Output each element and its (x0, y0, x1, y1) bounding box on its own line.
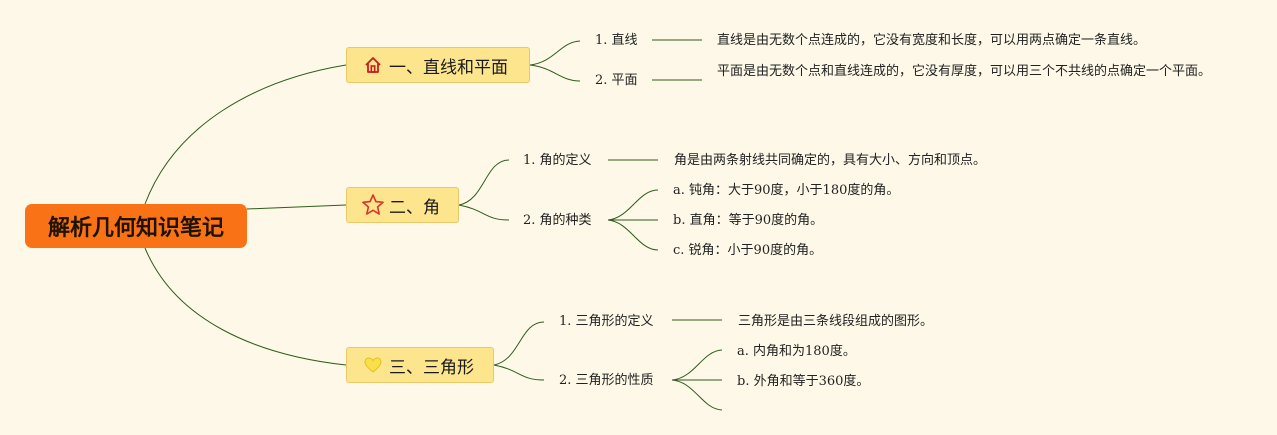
branch-lines-and-planes[interactable]: 一、直线和平面 (346, 47, 530, 83)
heart-icon (361, 353, 385, 377)
sub-interior-angle-sum[interactable]: a. 内角和为180度。 (737, 344, 856, 359)
sub-obtuse-angle[interactable]: a. 钝角：大于90度，小于180度的角。 (673, 183, 900, 198)
topic-triangle-definition[interactable]: 1. 三角形的定义 (559, 314, 654, 329)
house-icon (361, 53, 385, 77)
topic-straight-line[interactable]: 1. 直线 (595, 33, 638, 48)
sub-acute-angle[interactable]: c. 锐角：小于90度的角。 (673, 243, 823, 258)
branch-angles[interactable]: 二、角 (346, 187, 459, 223)
root-topic[interactable]: 解析几何知识笔记 (25, 204, 247, 248)
branch-title: 二、角 (389, 197, 440, 218)
topic-angle-types[interactable]: 2. 角的种类 (523, 213, 592, 228)
sub-exterior-angle-sum[interactable]: b. 外角和等于360度。 (737, 374, 870, 389)
branch-title: 一、直线和平面 (389, 57, 508, 78)
desc-angle-definition: 角是由两条射线共同确定的，具有大小、方向和顶点。 (674, 153, 987, 168)
desc-plane: 平面是由无数个点和直线连成的，它没有厚度，可以用三个不共线的点确定一个平面。 (717, 64, 1212, 79)
topic-angle-definition[interactable]: 1. 角的定义 (523, 153, 592, 168)
topic-triangle-properties[interactable]: 2. 三角形的性质 (559, 373, 654, 388)
desc-triangle-definition: 三角形是由三条线段组成的图形。 (738, 314, 934, 329)
topic-plane[interactable]: 2. 平面 (595, 73, 638, 88)
desc-straight-line: 直线是由无数个点连成的，它没有宽度和长度，可以用两点确定一条直线。 (717, 33, 1147, 48)
branch-triangles[interactable]: 三、三角形 (346, 347, 494, 383)
star-icon (361, 193, 385, 217)
root-title: 解析几何知识笔记 (47, 216, 224, 241)
branch-title: 三、三角形 (389, 357, 474, 378)
sub-right-angle[interactable]: b. 直角：等于90度的角。 (673, 213, 824, 228)
